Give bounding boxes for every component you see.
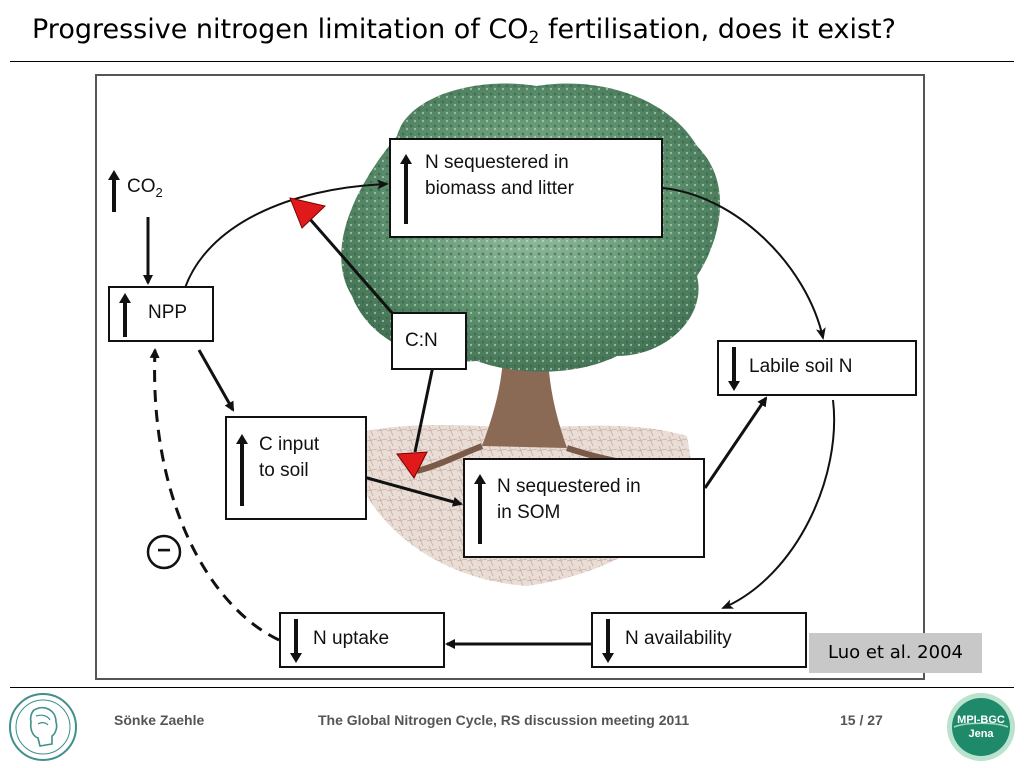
arrow-layer — [143, 179, 836, 649]
footer-author: Sönke Zaehle — [114, 712, 205, 728]
npp-box: NPP — [108, 286, 214, 342]
citation-label: Luo et al. 2004 — [809, 633, 982, 673]
labile-soil-n-label: Labile soil N — [749, 356, 853, 377]
down-arrow-icon — [602, 619, 614, 663]
arrow-cinput-som — [359, 474, 463, 507]
co2-label: CO2 — [127, 176, 163, 200]
arrow-cn-som — [413, 365, 435, 453]
up-arrow-icon — [400, 154, 412, 224]
up-arrow-icon — [474, 474, 486, 544]
arrow-cn-biomass — [307, 217, 395, 315]
npp-label: NPP — [148, 302, 188, 323]
arrow-npp-cinput — [197, 349, 235, 412]
up-arrow-icon — [119, 293, 131, 337]
arrow-labile-availability — [721, 399, 836, 609]
c-input-line1: C input — [259, 434, 320, 455]
c-input-box: C input to soil — [225, 416, 367, 520]
n-som-line2: in SOM — [497, 502, 561, 523]
mpi-bgc-logo-icon — [947, 693, 1015, 761]
co2-node: CO2 — [105, 170, 185, 214]
diagram-figure: − CO2 NPP N sequestered in biomass and l… — [95, 74, 925, 680]
cn-box: C:N — [391, 312, 467, 370]
c-input-line2: to soil — [259, 460, 309, 481]
up-arrow-icon — [236, 434, 248, 506]
labile-soil-n-box: Labile soil N — [717, 340, 917, 396]
n-uptake-label: N uptake — [313, 628, 390, 649]
arrow-uptake-npp-dashed — [149, 348, 280, 642]
footer-page-number: 15 / 27 — [840, 712, 883, 728]
red-triangle-upper — [289, 197, 327, 229]
n-availability-label: N availability — [625, 628, 732, 649]
down-arrow-icon — [728, 347, 740, 391]
n-som-box: N sequestered in in SOM — [463, 458, 705, 558]
footer-event: The Global Nitrogen Cycle, RS discussion… — [318, 712, 690, 728]
negative-feedback-circle — [146, 534, 182, 570]
negative-feedback-sign: − — [156, 537, 171, 564]
slide-title: Progressive nitrogen limitation of CO2 f… — [32, 14, 896, 48]
up-arrow-icon — [108, 170, 120, 212]
n-availability-box: N availability — [591, 612, 807, 668]
title-divider — [10, 61, 1014, 62]
footer-divider — [10, 687, 1014, 688]
red-triangle-lower — [396, 451, 428, 479]
arrow-biomass-labile — [662, 187, 826, 340]
n-biomass-box: N sequestered in biomass and litter — [389, 138, 663, 238]
max-planck-logo-icon — [9, 693, 77, 761]
n-biomass-line1: N sequestered in — [425, 152, 569, 173]
down-arrow-icon — [290, 619, 302, 663]
arrow-som-labile — [703, 396, 768, 489]
arrow-npp-biomass — [184, 179, 389, 289]
n-som-line1: N sequestered in — [497, 476, 641, 497]
n-biomass-line2: biomass and litter — [425, 178, 574, 199]
cn-label: C:N — [405, 330, 438, 351]
n-uptake-box: N uptake — [279, 612, 445, 668]
